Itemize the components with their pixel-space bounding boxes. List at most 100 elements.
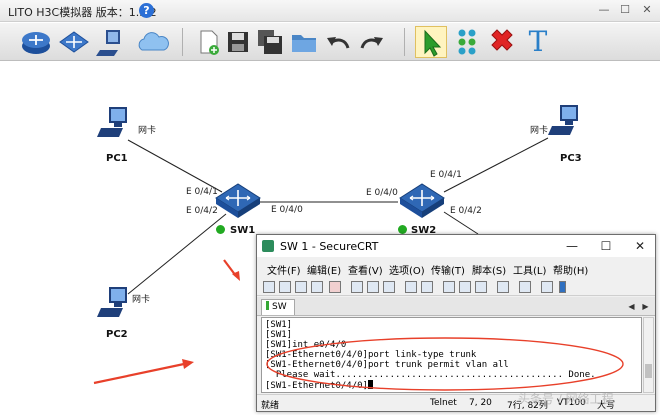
- menu-transfer[interactable]: 传输(T): [431, 266, 465, 277]
- delete-icon[interactable]: [486, 26, 518, 58]
- find-icon[interactable]: [383, 281, 395, 293]
- sw2-icon[interactable]: [398, 180, 446, 220]
- port-label-sw2-pc3: E 0/4/1: [430, 170, 462, 180]
- securecrt-menu-bar: 文件(F) 编辑(E) 查看(V) 选项(O) 传输(T) 脚本(S) 工具(L…: [257, 259, 655, 277]
- status-rows-cols: 7行, 82列: [507, 401, 548, 411]
- toolbar-more-icon[interactable]: [559, 281, 566, 293]
- router-icon[interactable]: [20, 26, 52, 58]
- securecrt-status-bar: 就绪 Telnet 7, 20 7行, 82列 VT100 大写: [257, 394, 655, 411]
- annotation-ellipse: [266, 337, 624, 391]
- minimize-icon[interactable]: —: [566, 239, 578, 253]
- connect-tab-icon[interactable]: [295, 281, 307, 293]
- session-options-icon[interactable]: [443, 281, 455, 293]
- terminal-cursor: [367, 380, 373, 389]
- screen-icon[interactable]: [541, 281, 553, 293]
- keymap-icon[interactable]: [497, 281, 509, 293]
- undo-icon[interactable]: [322, 26, 354, 58]
- save-as-icon[interactable]: [254, 26, 286, 58]
- sw2-status-dot: [398, 225, 407, 234]
- link-sw2-pc4: [443, 211, 479, 235]
- securecrt-title: SW 1 - SecureCRT: [280, 240, 379, 253]
- pointer-icon[interactable]: [415, 26, 447, 58]
- copy-icon[interactable]: [351, 281, 363, 293]
- port-label-sw1-sw2: E 0/4/0: [271, 205, 303, 215]
- pc3-icon[interactable]: [547, 104, 583, 140]
- pc-icon[interactable]: [96, 26, 128, 58]
- menu-script[interactable]: 脚本(S): [472, 266, 507, 277]
- paste-icon[interactable]: [367, 281, 379, 293]
- securecrt-toolbar: [257, 278, 655, 296]
- connect-tool-icon[interactable]: [263, 281, 275, 293]
- connect-icon[interactable]: [451, 26, 483, 58]
- topology-links: [93, 137, 549, 385]
- toolbar-separator: [404, 28, 405, 56]
- menu-help[interactable]: 帮助(H): [553, 266, 589, 277]
- print-setup-icon[interactable]: [421, 281, 433, 293]
- securecrt-app-icon: [262, 240, 274, 252]
- session-tab-bar: SW 1 ◀ ▶: [257, 297, 655, 327]
- cloud-icon[interactable]: [136, 26, 169, 58]
- status-ready: 就绪: [261, 401, 280, 411]
- link-pc1-sw1: [127, 139, 223, 193]
- open-folder-icon[interactable]: [288, 26, 320, 58]
- terminal-scrollbar[interactable]: [643, 317, 654, 393]
- terminal-line: [SW1-Ethernet0/4/0]port trunk permit vla…: [265, 360, 509, 370]
- tab-status-icon: [266, 301, 269, 310]
- link-pc2-sw1: [127, 213, 227, 295]
- toolbar-separator: [182, 28, 183, 56]
- minimize-icon[interactable]: —: [598, 3, 610, 16]
- maximize-icon[interactable]: ☐: [620, 3, 630, 16]
- terminal-line: Please wait.............................…: [265, 370, 596, 380]
- sw1-icon[interactable]: [214, 180, 262, 220]
- annotation-arrow: [93, 362, 185, 385]
- port-label-sw2-sw1: E 0/4/0: [366, 188, 398, 198]
- securecrt-window: SW 1 - SecureCRT — ☐ ✕ 文件(F) 编辑(E) 查看(V)…: [256, 234, 656, 412]
- annotation-arrowhead: [232, 271, 240, 281]
- terminal-prompt-line: [SW1-Ethernet0/4/0]: [265, 380, 373, 391]
- close-icon[interactable]: ✕: [634, 239, 646, 253]
- app-title: LITO H3C模拟器 版本：1.5.2: [8, 6, 157, 19]
- sftp-icon[interactable]: [475, 281, 487, 293]
- disconnect-icon[interactable]: [329, 281, 341, 293]
- terminal-line: [SW1]: [265, 330, 293, 340]
- global-options-icon[interactable]: [459, 281, 471, 293]
- pc1-nic-label: 网卡: [138, 126, 157, 136]
- status-caps: 大写: [597, 401, 616, 411]
- tab-scroll-right-icon[interactable]: ▶: [642, 302, 649, 311]
- terminal-line: [SW1-Ethernet0/4/0]port link-type trunk: [265, 350, 477, 360]
- status-cursor-position: 7, 20: [469, 398, 492, 408]
- status-terminal-type: VT100: [557, 398, 586, 408]
- status-protocol: Telnet: [430, 398, 457, 408]
- quick-connect-icon[interactable]: [279, 281, 291, 293]
- terminal-output[interactable]: [SW1] [SW1] [SW1]int e0/4/0 [SW1-Etherne…: [261, 317, 642, 393]
- reconnect-icon[interactable]: [311, 281, 323, 293]
- maximize-icon[interactable]: ☐: [600, 239, 612, 253]
- securecrt-title-bar[interactable]: SW 1 - SecureCRT — ☐ ✕: [257, 235, 655, 257]
- pc1-name: PC1: [106, 153, 128, 164]
- session-tab-sw1[interactable]: SW 1: [261, 299, 295, 327]
- help-icon[interactable]: ?: [139, 3, 154, 18]
- terminal-prompt: [SW1-Ethernet0/4/0]: [265, 381, 368, 391]
- tab-scroll-left-icon[interactable]: ◀: [628, 302, 635, 311]
- text-icon[interactable]: T: [528, 25, 548, 58]
- pc3-nic-label: 网卡: [530, 126, 549, 136]
- close-icon[interactable]: ✕: [642, 3, 652, 16]
- sw1-name: SW1: [230, 225, 256, 236]
- menu-tools[interactable]: 工具(L): [513, 266, 547, 277]
- menu-view[interactable]: 查看(V): [348, 266, 383, 277]
- terminal-line: [SW1]: [265, 320, 293, 330]
- port-label-sw1-pc2: E 0/4/2: [186, 206, 218, 216]
- pc2-icon[interactable]: [96, 286, 132, 322]
- menu-options[interactable]: 选项(O): [389, 266, 425, 277]
- menu-file[interactable]: 文件(F): [267, 266, 301, 277]
- new-file-icon[interactable]: [192, 26, 224, 58]
- print-icon[interactable]: [405, 281, 417, 293]
- redo-icon[interactable]: [356, 26, 388, 58]
- save-icon[interactable]: [222, 26, 254, 58]
- topology-canvas[interactable]: 网卡 PC1 网卡 PC2 网卡 PC3 SW1 SW2 E 0/4/1 E 0…: [0, 62, 660, 415]
- help-tool-icon[interactable]: [519, 281, 531, 293]
- scrollbar-thumb[interactable]: [645, 364, 652, 378]
- pc1-icon[interactable]: [96, 106, 132, 142]
- menu-edit[interactable]: 编辑(E): [307, 266, 342, 277]
- switch-icon[interactable]: [58, 26, 90, 58]
